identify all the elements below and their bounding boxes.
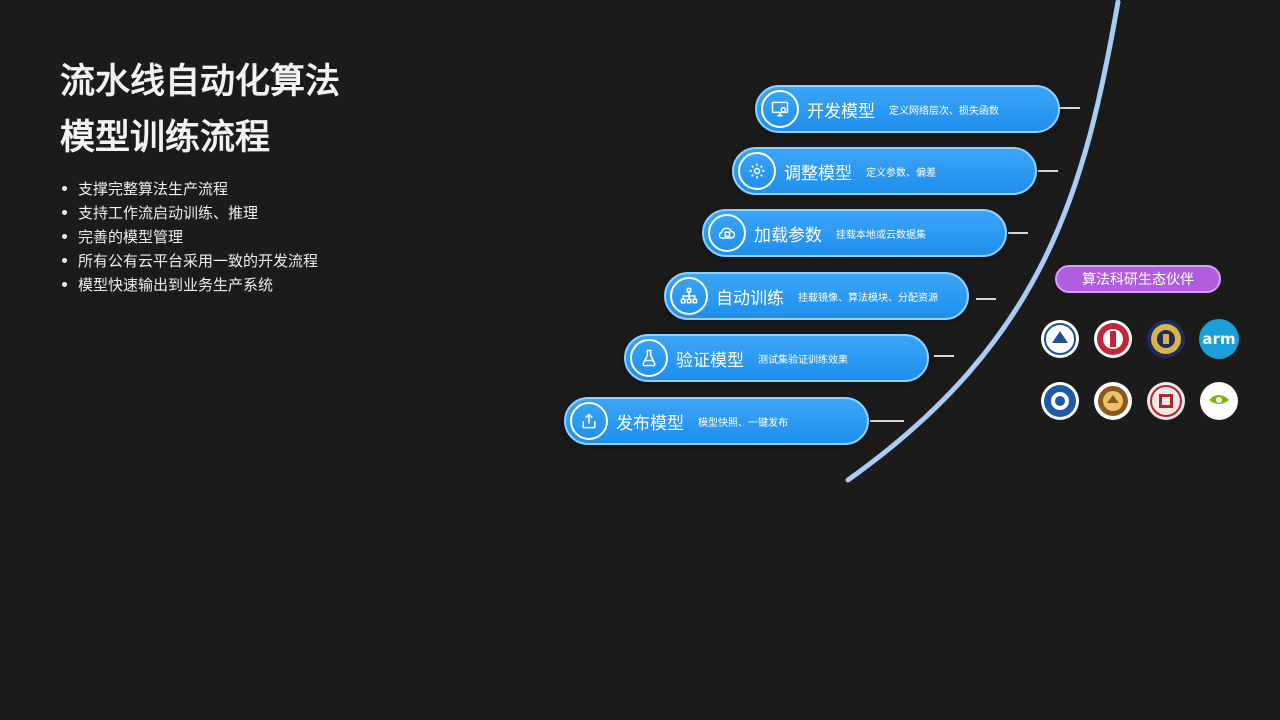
- arm-logo-text: arm: [1202, 330, 1236, 348]
- flask-icon: [630, 339, 668, 377]
- feature-item: 完善的模型管理: [60, 225, 318, 249]
- step-description: 模型快照、一键发布: [698, 417, 788, 429]
- connector-dash: [1060, 107, 1080, 109]
- connector-dash: [1008, 232, 1028, 234]
- step-name: 调整模型: [784, 163, 852, 184]
- university-seal-2-icon: [1093, 319, 1133, 359]
- connector-dash: [1038, 170, 1058, 172]
- feature-list: 支撑完整算法生产流程 支持工作流启动训练、推理 完善的模型管理 所有公有云平台采…: [60, 177, 318, 297]
- gear-icon: [738, 152, 776, 190]
- step-description: 定义网络层次、损失函数: [889, 105, 999, 117]
- university-seal-6-icon: [1146, 381, 1186, 421]
- university-seal-5-icon: [1093, 381, 1133, 421]
- feature-item: 模型快速输出到业务生产系统: [60, 273, 318, 297]
- connector-dash: [870, 420, 890, 422]
- step-auto-train: 自动训练 挂载镜像、算法模块、分配资源: [664, 272, 969, 320]
- step-name: 加载参数: [754, 225, 822, 246]
- step-load-params: 加载参数 挂载本地或云数据集: [702, 209, 1007, 257]
- step-description: 挂载镜像、算法模块、分配资源: [798, 292, 938, 304]
- step-name: 自动训练: [716, 288, 784, 309]
- step-validate-model: 验证模型 测试集验证训练效果: [624, 334, 929, 382]
- title-line-1: 流水线自动化算法: [60, 62, 341, 102]
- university-seal-1-icon: [1040, 319, 1080, 359]
- step-tune-model: 调整模型 定义参数、偏差: [732, 147, 1037, 195]
- feature-item: 所有公有云平台采用一致的开发流程: [60, 249, 318, 273]
- slide-title: 流水线自动化算法 模型训练流程: [60, 54, 340, 166]
- step-description: 定义参数、偏差: [866, 167, 936, 179]
- step-develop-model: 开发模型 定义网络层次、损失函数: [755, 85, 1060, 133]
- step-description: 挂载本地或云数据集: [836, 229, 926, 241]
- university-seal-4-icon: [1040, 381, 1080, 421]
- title-line-2: 模型训练流程: [60, 118, 271, 158]
- feature-item: 支持工作流启动训练、推理: [60, 201, 318, 225]
- feature-item: 支撑完整算法生产流程: [60, 177, 318, 201]
- nvidia-logo-icon: [1199, 381, 1239, 421]
- cloud-icon: [708, 214, 746, 252]
- university-seal-3-icon: [1146, 319, 1186, 359]
- step-publish-model: 发布模型 模型快照、一键发布: [564, 397, 869, 445]
- connector-dash: [976, 298, 996, 300]
- connector-dash: [934, 355, 954, 357]
- partner-badge: 算法科研生态伙伴: [1055, 265, 1221, 293]
- step-description: 测试集验证训练效果: [758, 354, 848, 366]
- monitor-gear-icon: [761, 90, 799, 128]
- hierarchy-icon: [670, 277, 708, 315]
- connector-dash: [890, 420, 904, 422]
- upload-icon: [570, 402, 608, 440]
- step-name: 开发模型: [807, 101, 875, 122]
- step-name: 验证模型: [676, 350, 744, 371]
- step-name: 发布模型: [616, 413, 684, 434]
- arm-logo-icon: arm: [1199, 319, 1239, 359]
